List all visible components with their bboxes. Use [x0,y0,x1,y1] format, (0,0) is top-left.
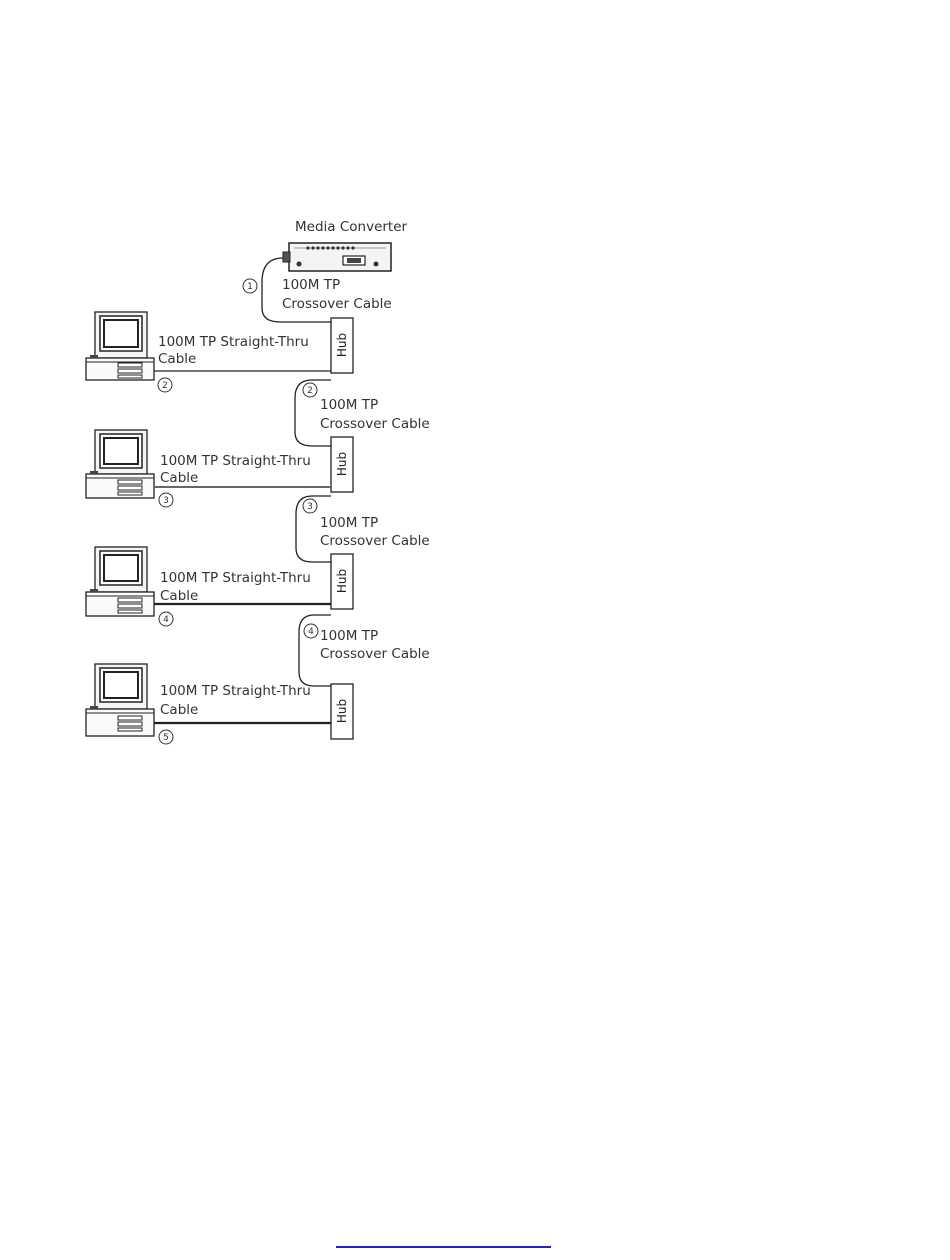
straight-label-3: 100M TP Straight-Thru Cable 4 [159,570,311,626]
straight-line2: Cable [158,351,196,367]
straight-line1: 100M TP Straight-Thru [160,453,311,469]
hub-3: Hub [331,554,353,609]
crossover-label-4: 4 100M TP Crossover Cable [304,624,430,662]
media-converter-device [283,243,391,271]
hub-4: Hub [331,684,353,739]
straight-line2: Cable [160,702,198,718]
crossover-label-2: 2 100M TP Crossover Cable [303,383,430,432]
crossover-line1: 100M TP [320,515,378,531]
cable-number: 4 [308,627,314,637]
crossover-line2: Crossover Cable [320,533,430,549]
straight-label-2: 100M TP Straight-Thru Cable 3 [159,453,311,507]
computer-3 [86,547,154,616]
hub-1: Hub [331,318,353,373]
crossover-label-3: 3 100M TP Crossover Cable [303,499,430,549]
cable-number: 2 [307,386,313,396]
crossover-line2: Crossover Cable [320,416,430,432]
straight-label-1: 100M TP Straight-Thru Cable 2 [158,334,309,392]
computer-4 [86,664,154,736]
straight-line1: 100M TP Straight-Thru [158,334,309,350]
cable-number: 3 [163,496,169,506]
straight-label-4: 100M TP Straight-Thru Cable 5 [159,683,311,744]
media-converter-title: Media Converter [295,219,408,235]
crossover-line1: 100M TP [320,628,378,644]
crossover-line1: 100M TP [282,277,340,293]
straight-line1: 100M TP Straight-Thru [160,570,311,586]
crossover-line2: Crossover Cable [320,646,430,662]
footer-link-underline[interactable] [336,1246,551,1248]
computer-1 [86,312,154,380]
straight-line2: Cable [160,588,198,604]
computer-2 [86,430,154,498]
crossover-line1: 100M TP [320,397,378,413]
cable-number: 4 [163,615,169,625]
cable-number: 2 [162,381,168,391]
crossover-label-1: 1 100M TP Crossover Cable [243,277,392,312]
hub-label: Hub [335,569,349,593]
hub-2: Hub [331,437,353,492]
cable-number: 5 [163,733,169,743]
cable-number: 1 [247,282,253,292]
hub-label: Hub [335,333,349,357]
hub-label: Hub [335,699,349,723]
straight-line1: 100M TP Straight-Thru [160,683,311,699]
straight-line2: Cable [160,470,198,486]
cable-number: 3 [307,502,313,512]
crossover-line2: Crossover Cable [282,296,392,312]
hub-label: Hub [335,452,349,476]
